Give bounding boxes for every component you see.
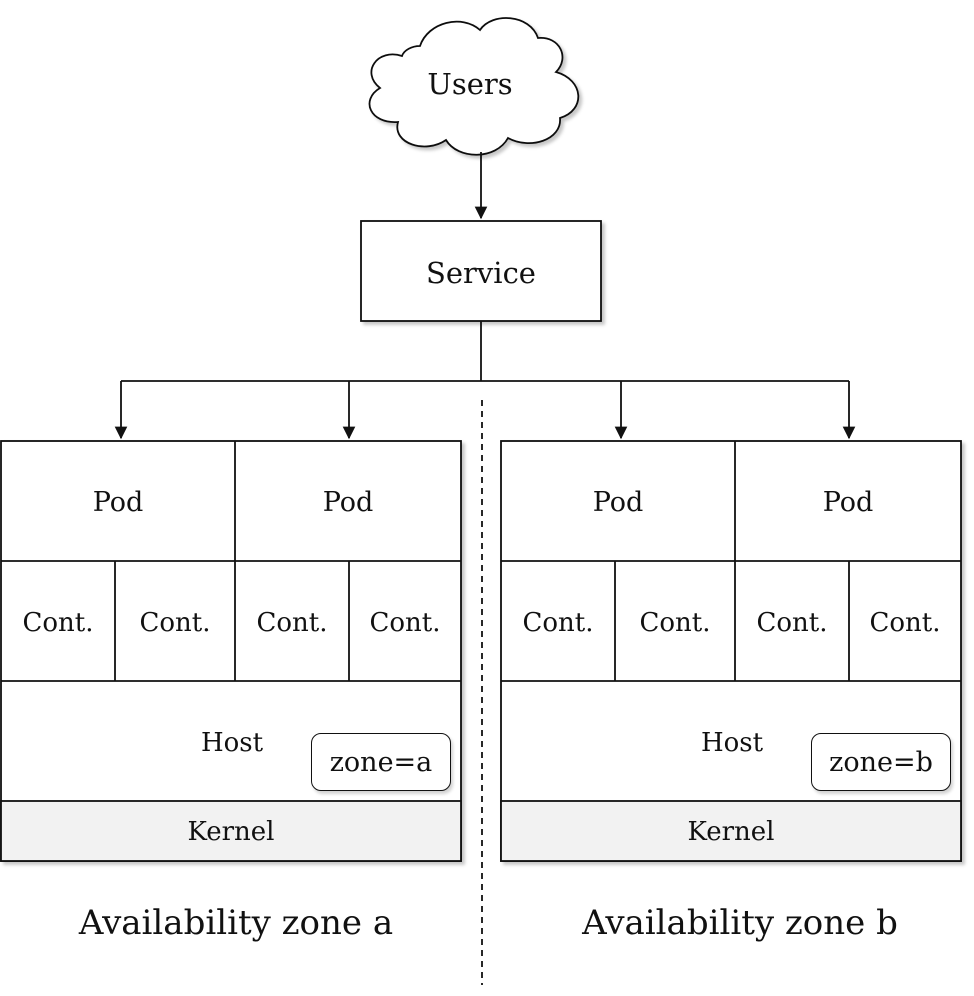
zone-b-pod-2-label: Pod: [822, 486, 874, 518]
zone-b-container-4-label: Cont.: [869, 608, 941, 638]
zone-a-kernel-box: [0, 800, 462, 862]
users-cloud-shape: [368, 17, 580, 156]
zone-a-container-1-label: Cont.: [22, 608, 94, 638]
zone-a-tag: zone=a: [311, 733, 451, 791]
zone-a-host-stack: [0, 440, 462, 862]
service-label: Service: [426, 255, 536, 290]
zone-b-kernel-box: [500, 800, 962, 862]
zone-b-caption: Availability zone b: [582, 903, 898, 943]
zone-a-container-4-label: Cont.: [369, 608, 441, 638]
zone-a-caption: Availability zone a: [78, 903, 394, 943]
zone-b-container-3-label: Cont.: [756, 608, 828, 638]
service-fanout-connectors: [114, 321, 856, 440]
zone-b-tag: zone=b: [811, 733, 951, 791]
users-label: Users: [427, 66, 513, 101]
zone-b-host-stack: [500, 440, 962, 862]
zone-b-container-1-label: Cont.: [522, 608, 594, 638]
zone-a-container-2-label: Cont.: [139, 608, 211, 638]
service-box: [360, 220, 602, 322]
zone-a-container-3-label: Cont.: [256, 608, 328, 638]
zone-b-host-label: Host: [700, 728, 764, 758]
zone-b-kernel-label: Kernel: [687, 817, 775, 847]
zone-b-container-2-label: Cont.: [639, 608, 711, 638]
zone-a-pod-1-label: Pod: [92, 486, 144, 518]
zone-a-host-label: Host: [200, 728, 264, 758]
zone-a-kernel-label: Kernel: [187, 817, 275, 847]
zone-a-pod-2-label: Pod: [322, 486, 374, 518]
zone-b-pod-1-label: Pod: [592, 486, 644, 518]
